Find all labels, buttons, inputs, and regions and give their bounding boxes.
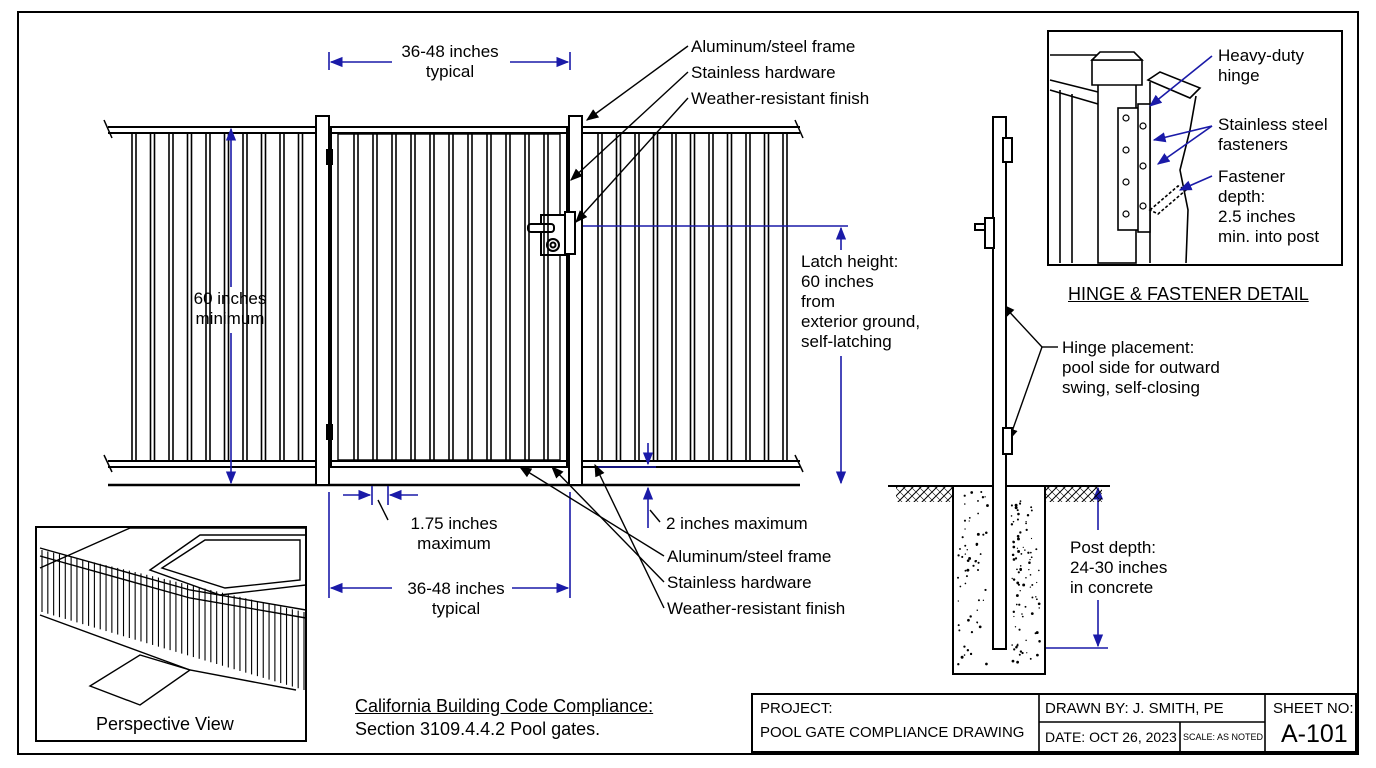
date: DATE: OCT 26, 2023	[1045, 729, 1177, 745]
scale: SCALE: AS NOTED	[1183, 732, 1264, 742]
perspective-label: Perspective View	[96, 714, 234, 734]
front-elevation	[103, 115, 804, 487]
callout-finish-top: Weather-resistant finish	[691, 89, 870, 108]
side-section	[888, 116, 1110, 675]
hinge-detail	[1047, 30, 1343, 266]
drawn-by: DRAWN BY: J. SMITH, PE	[1045, 700, 1224, 717]
fence-pickets	[131, 133, 788, 461]
detail-leaders	[1149, 55, 1213, 191]
callout-frame-top: Aluminum/steel frame	[691, 37, 856, 56]
callout-finish-bottom: Weather-resistant finish	[667, 599, 846, 618]
dimension-lines	[225, 52, 1108, 649]
sheet-number: A-101	[1281, 720, 1348, 748]
concrete-speckle	[956, 490, 1041, 666]
code-section: Section 3109.4.4.2 Pool gates.	[355, 719, 601, 739]
sheet-border	[17, 11, 1359, 755]
callout-hardware-top: Stainless hardware	[691, 63, 836, 82]
project-name: POOL GATE COMPLIANCE DRAWING	[760, 724, 1025, 741]
project-label: PROJECT:	[760, 700, 833, 717]
detail-title: HINGE & FASTENER DETAIL	[1068, 284, 1309, 304]
perspective-pickets	[41, 550, 305, 690]
callout-hardware-bottom: Stainless hardware	[667, 573, 812, 592]
leader-lines	[377, 45, 1058, 609]
callout-frame-bottom: Aluminum/steel frame	[667, 547, 832, 566]
hinge-fasteners	[1122, 114, 1147, 218]
perspective-view	[35, 526, 307, 742]
sheet-label: SHEET NO:	[1273, 700, 1354, 717]
code-title: California Building Code Compliance:	[355, 696, 654, 716]
bottom-gap-label: 2 inches maximum	[666, 514, 808, 533]
title-block	[751, 693, 1357, 753]
